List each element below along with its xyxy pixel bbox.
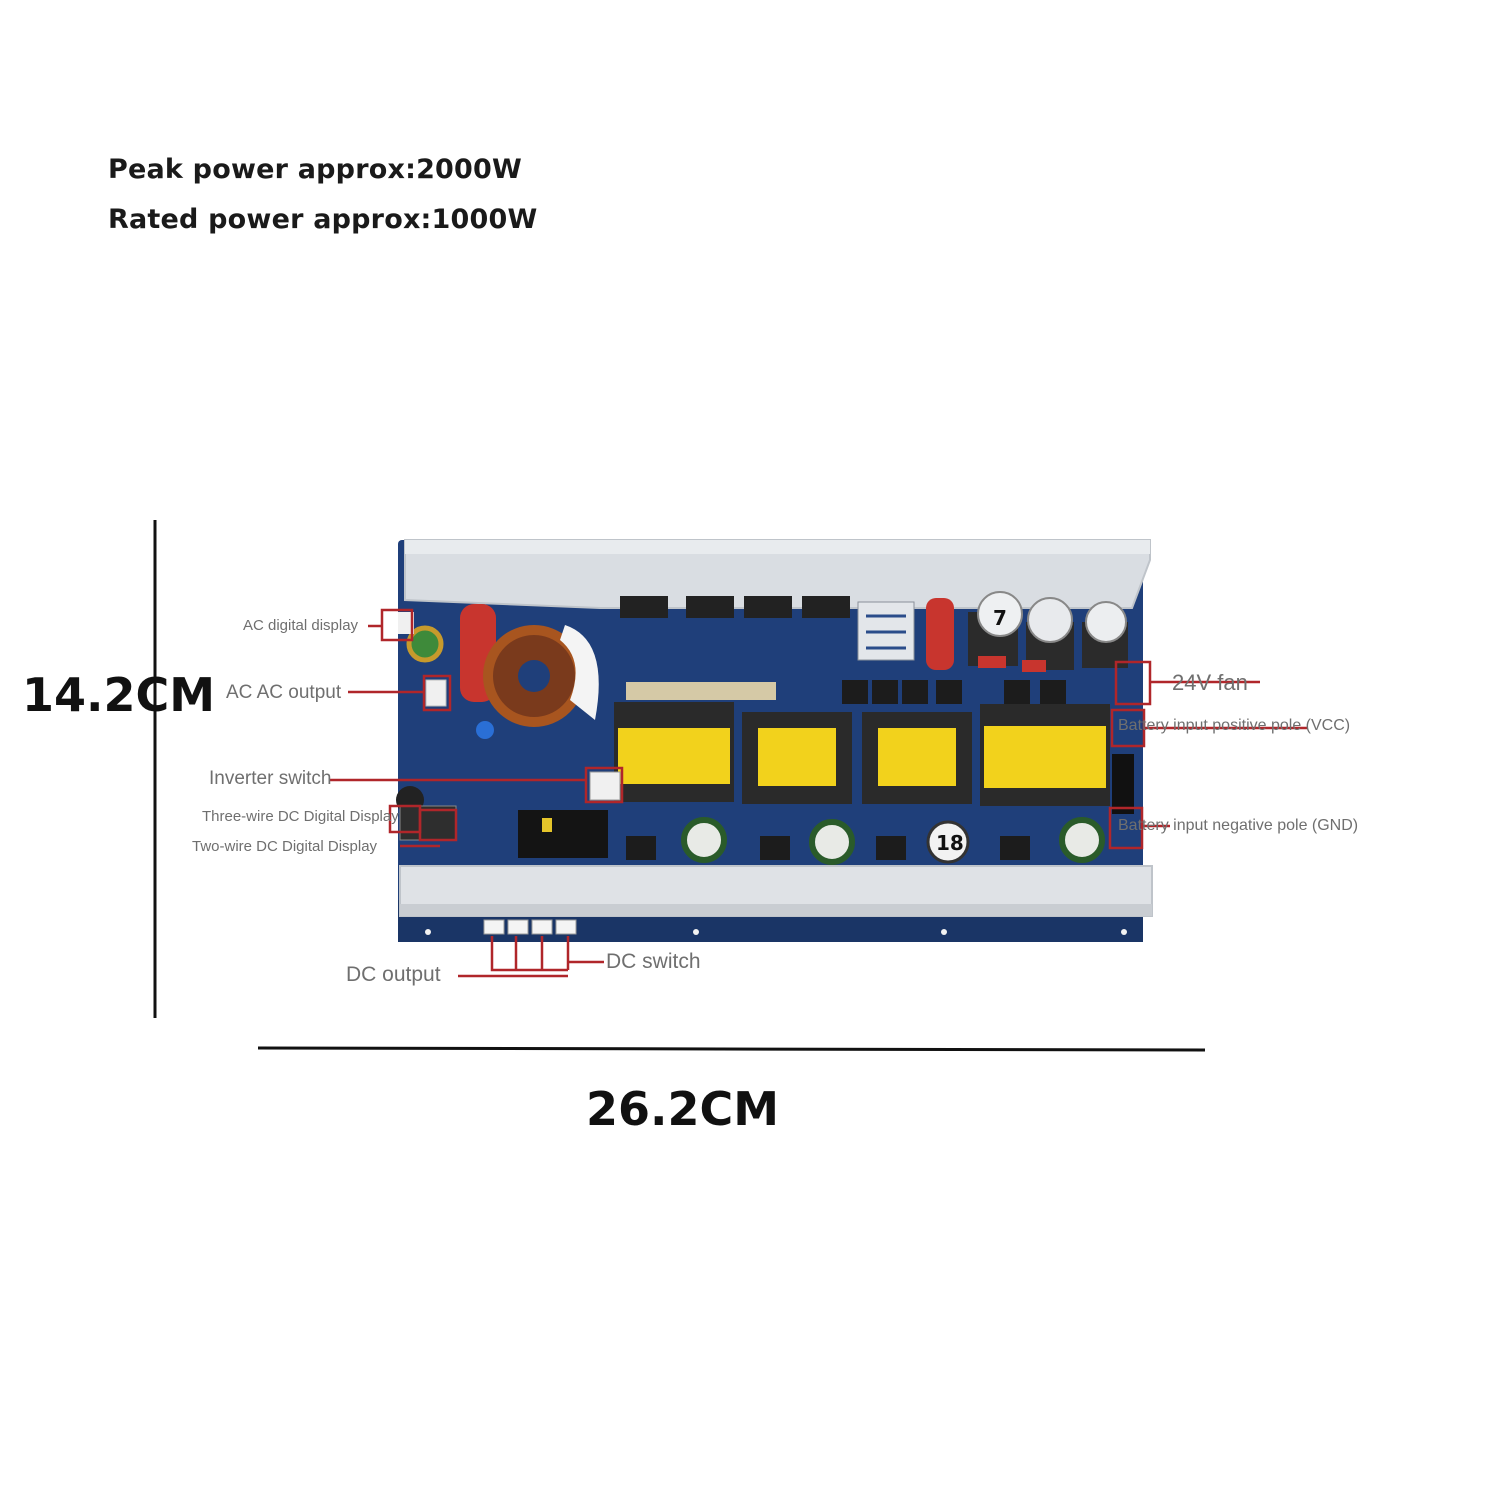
label-24v-fan: 24V fan (1172, 670, 1248, 695)
white-connector-ac-display (398, 612, 414, 634)
dc-output-connectors (483, 919, 577, 935)
label-two-wire-dc-display: Two-wire DC Digital Display (192, 838, 378, 855)
bottom-mosfets (626, 836, 1030, 860)
label-ac-output: AC AC output (226, 682, 342, 703)
bottom-heatsink-shade (400, 904, 1152, 916)
label-three-wire-dc-display: Three-wire DC Digital Display (202, 808, 399, 825)
transformer-4 (980, 704, 1110, 806)
top-mosfets (620, 596, 850, 618)
width-dimension-label: 26.2CM (586, 1082, 780, 1136)
transformer-3 (862, 712, 972, 804)
green-inductor (406, 625, 444, 663)
dc-display-connector (399, 805, 457, 841)
white-connector-ac (425, 679, 447, 707)
middle-mosfets (842, 680, 1066, 704)
yellow-capacitor-small (542, 818, 552, 832)
resistor (1022, 660, 1046, 672)
heatsink-edge (405, 540, 1150, 554)
switch-connector (589, 771, 621, 801)
label-battery-positive: Battery input positive pole (VCC) (1118, 717, 1351, 734)
capacitor-marking-bottom: 18 (936, 831, 964, 855)
label-battery-negative: Battery input negative pole (GND) (1118, 817, 1359, 834)
small-heatsink (518, 810, 608, 858)
peak-power-spec: Peak power approx:2000W (108, 154, 523, 185)
transformer-2 (742, 712, 852, 804)
top-electrolytic-capacitors (968, 591, 1128, 670)
width-dimension-line (257, 1046, 1206, 1052)
resistor (978, 656, 1006, 668)
blue-trimmer (476, 721, 494, 739)
label-dc-output: DC output (346, 963, 441, 986)
red-film-capacitor-2 (926, 598, 954, 670)
capacitor-marking-top: 7 (993, 606, 1007, 630)
transformer-1 (614, 702, 734, 802)
label-inverter-switch: Inverter switch (209, 768, 332, 789)
rated-power-spec: Rated power approx:1000W (108, 204, 538, 235)
callout-lines (330, 608, 1308, 978)
label-ac-digital-display: AC digital display (243, 617, 359, 634)
pcb-trace-strip (626, 682, 776, 700)
height-dimension-label: 14.2CM (22, 668, 216, 722)
label-dc-switch: DC switch (606, 950, 701, 973)
bottom-capacitors (681, 817, 1105, 865)
white-toroid-cover (560, 625, 599, 720)
mounting-holes (425, 929, 1127, 935)
pin-header (1112, 754, 1134, 814)
